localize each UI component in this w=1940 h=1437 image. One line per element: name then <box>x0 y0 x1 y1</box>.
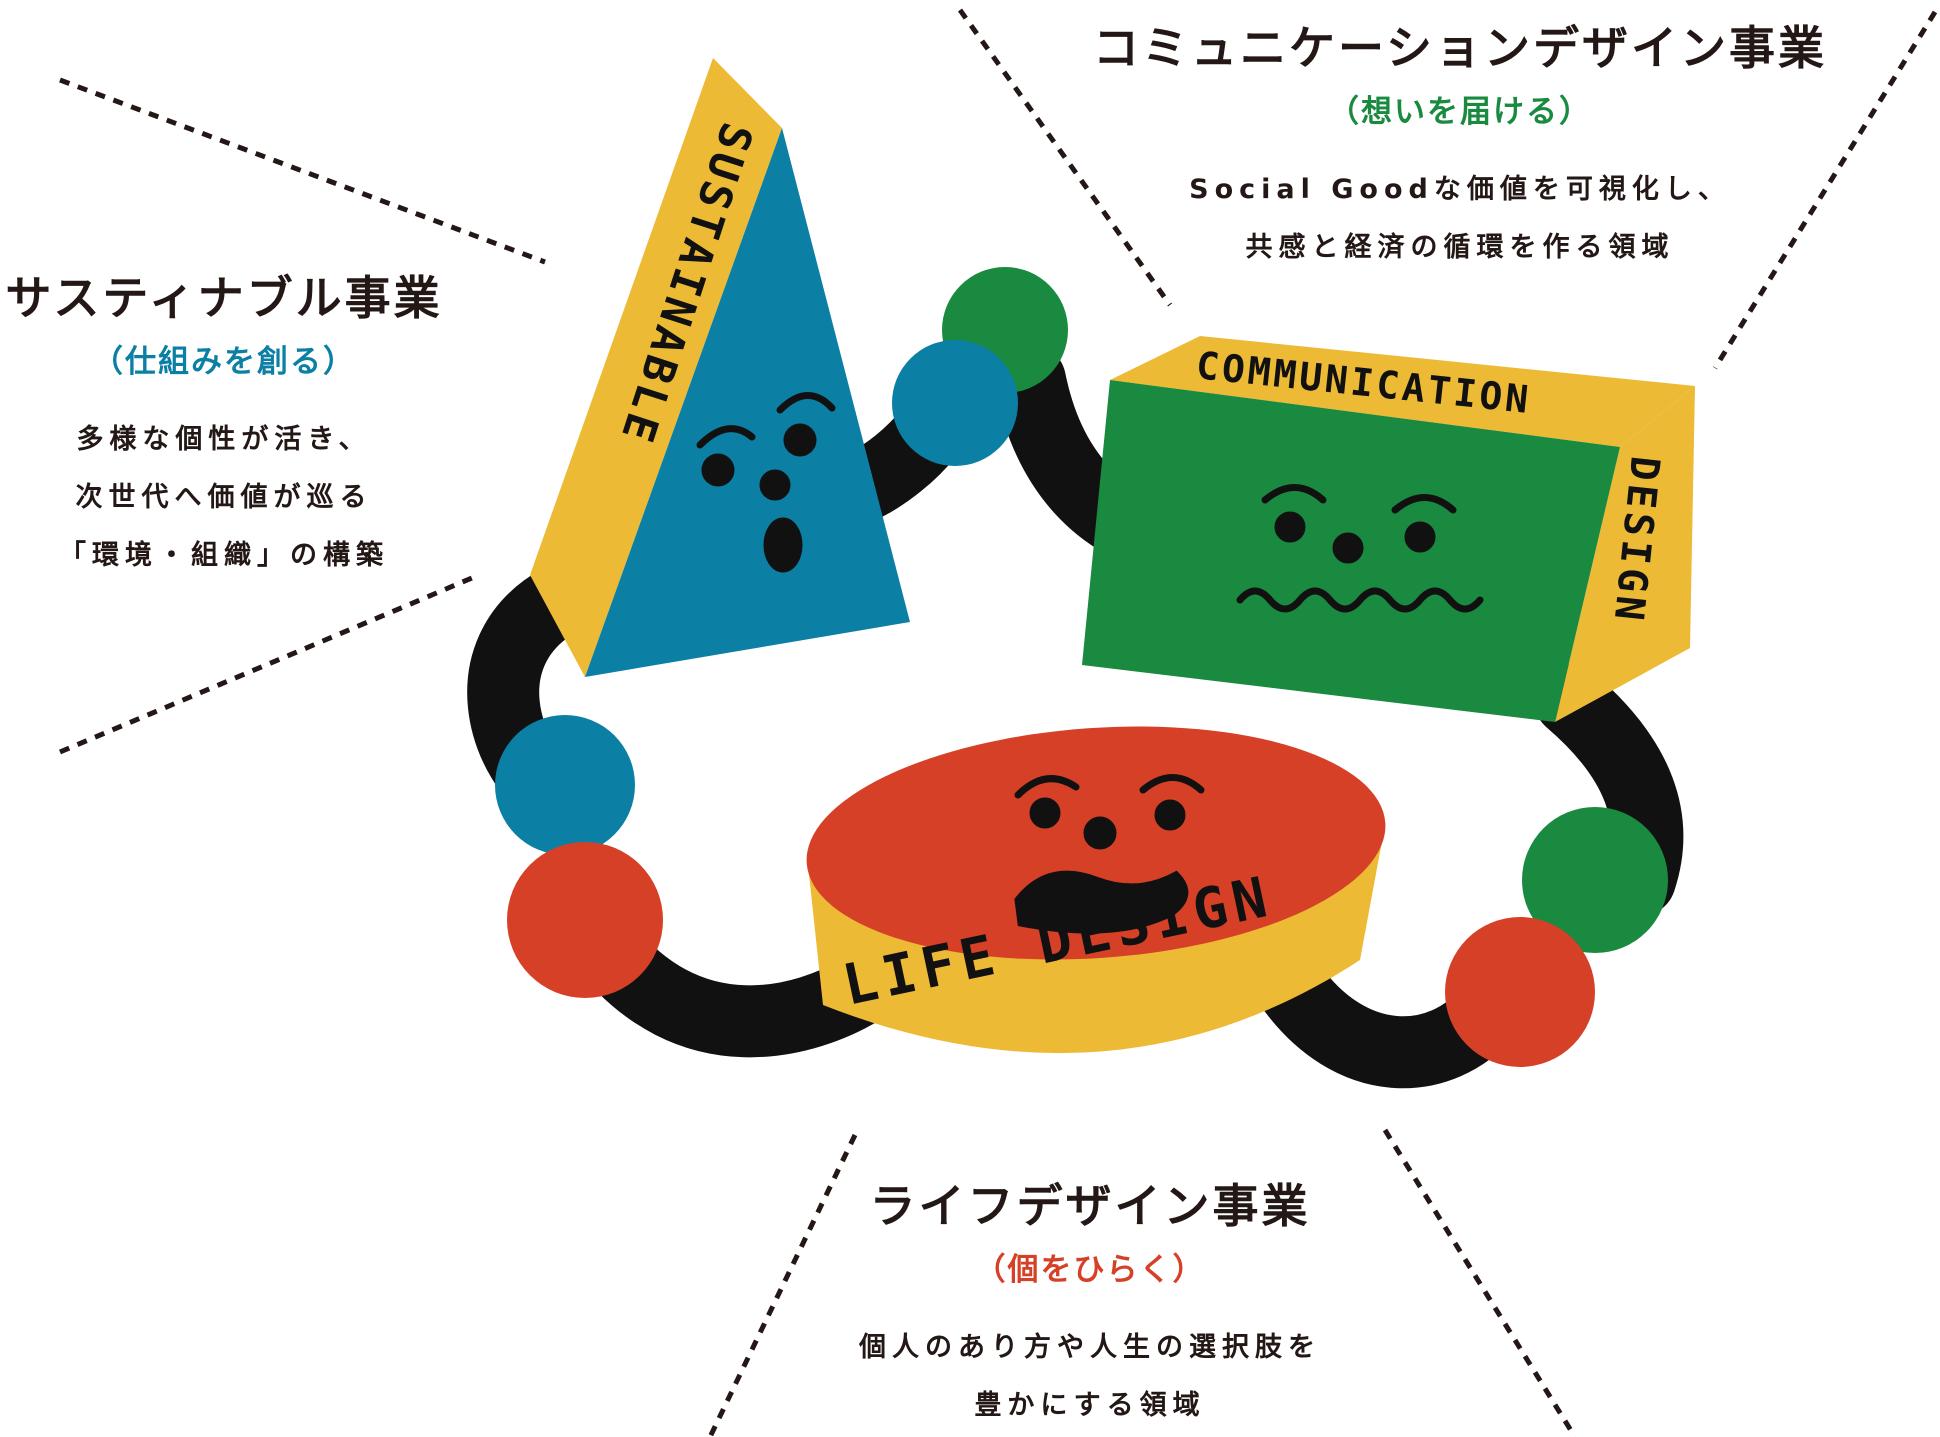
life-title: ライフデザイン事業 <box>869 1179 1311 1233</box>
life-line-1: 個人のあり方や人生の選択肢を <box>859 1332 1321 1363</box>
life-section: ライフデザイン事業 （個をひらく） 個人のあり方や人生の選択肢を 豊かにする領域 <box>790 1170 1390 1435</box>
ball-red-right <box>1445 917 1595 1067</box>
life-description: 個人のあり方や人生の選択肢を 豊かにする領域 <box>790 1319 1390 1435</box>
box-side-face <box>1555 386 1695 722</box>
communication-line-1: Social Goodな価値を可視化し、 <box>1189 174 1731 205</box>
communication-line-2: 共感と経済の循環を作る領域 <box>1245 232 1675 263</box>
ball-blue-top <box>892 340 1018 466</box>
life-line-2: 豊かにする領域 <box>974 1390 1206 1421</box>
ball-green-right <box>1522 807 1668 953</box>
pyramid-character: SUSTAINABLE <box>530 58 910 677</box>
communication-subtitle: （想いを届ける） <box>1328 94 1592 130</box>
box-top-face <box>1110 336 1695 447</box>
pyramid-side-face <box>530 58 782 677</box>
ball-red-left <box>507 842 663 998</box>
sustainable-line-1: 多様な個性が活き、 <box>76 424 372 455</box>
cylinder-character: LIFE DESIGN <box>806 726 1386 1054</box>
sustainable-section: サスティナブル事業 （仕組みを創る） 多様な個性が活き、 次世代へ価値が巡る 「… <box>0 262 448 585</box>
guide-lines <box>59 8 1938 1437</box>
guide-line-top-left <box>59 77 546 265</box>
guide-line-mid-left <box>59 575 473 755</box>
communication-description: Social Goodな価値を可視化し、 共感と経済の循環を作る領域 <box>1060 161 1860 277</box>
guide-line-top-right <box>1712 10 1938 370</box>
box-character: COMMUNICATION DESIGN <box>1082 336 1695 722</box>
sustainable-subtitle: （仕組みを創る） <box>92 344 356 380</box>
ball-blue-left <box>495 715 635 855</box>
sustainable-line-3: 「環境・組織」の構築 <box>59 540 389 571</box>
balls <box>495 267 1668 1067</box>
communication-section: コミュニケーションデザイン事業 （想いを届ける） Social Goodな価値を… <box>1060 12 1860 277</box>
cylinder-face <box>1014 774 1205 934</box>
communication-title: コミュニケーションデザイン事業 <box>1092 21 1828 75</box>
sustainable-line-2: 次世代へ価値が巡る <box>75 482 373 513</box>
sustainable-title: サスティナブル事業 <box>5 271 443 325</box>
guide-line-bottom-right <box>1382 1128 1578 1437</box>
box-face <box>1236 484 1484 613</box>
pyramid-front-face <box>585 128 910 677</box>
guide-line-top-center <box>957 8 1173 307</box>
life-subtitle: （個をひらく） <box>974 1252 1206 1288</box>
pyramid-face <box>696 392 836 573</box>
sustainable-description: 多様な個性が活き、 次世代へ価値が巡る 「環境・組織」の構築 <box>0 411 448 585</box>
